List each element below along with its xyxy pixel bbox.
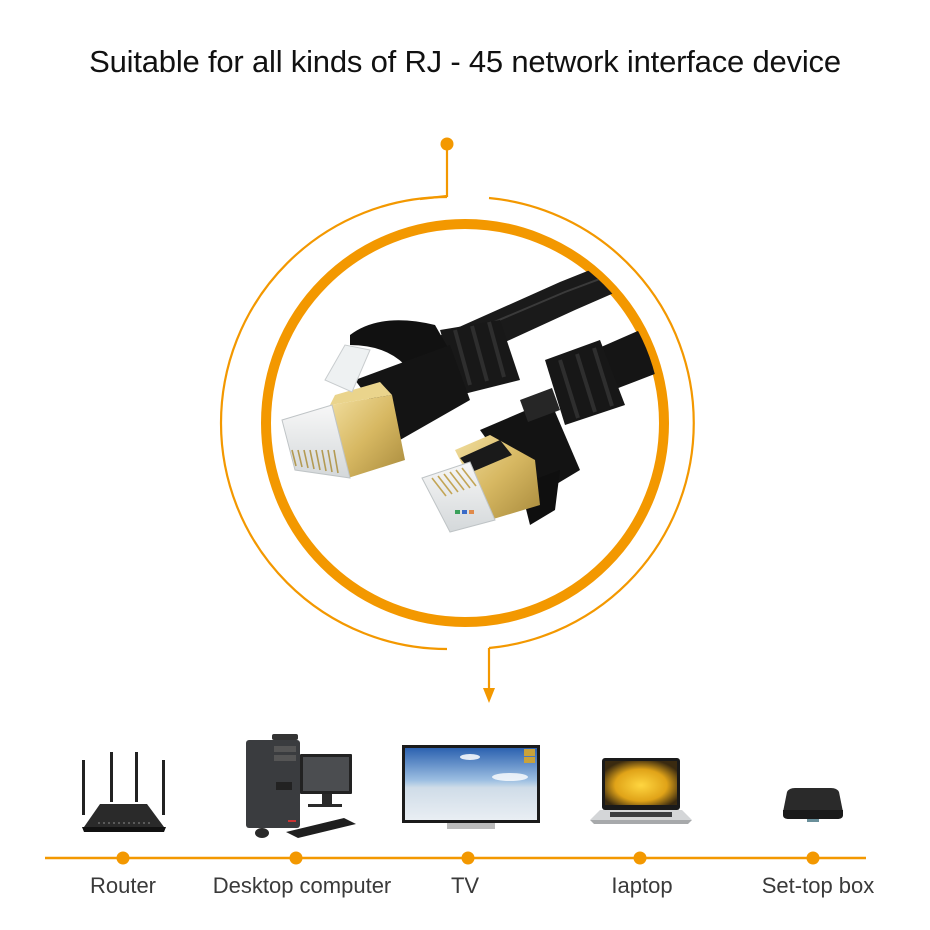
- outer-ring-left: [219, 195, 448, 651]
- desktop-computer-icon: [246, 734, 356, 838]
- page-title: Suitable for all kinds of RJ - 45 networ…: [89, 44, 841, 79]
- device-label-set-top-box: Set-top box: [761, 873, 875, 898]
- set-top-box-icon: [783, 788, 843, 822]
- device-label-router: Router: [89, 873, 157, 898]
- device-label-laptop: Iaptop: [611, 873, 673, 898]
- timeline-dot: [461, 851, 475, 865]
- device-label-desktop-computer: Desktop computer: [212, 873, 392, 898]
- router-icon: [82, 752, 166, 832]
- inner-ring: [261, 219, 669, 627]
- arrow-down-icon: [483, 688, 495, 703]
- device-label-tv: TV: [450, 873, 480, 898]
- timeline-dot: [289, 851, 303, 865]
- tv-icon: [402, 745, 540, 829]
- timeline-dot: [633, 851, 647, 865]
- laptop-icon: [590, 758, 692, 824]
- outer-ring-right: [488, 196, 695, 650]
- timeline-dot: [806, 851, 820, 865]
- timeline-dot: [116, 851, 130, 865]
